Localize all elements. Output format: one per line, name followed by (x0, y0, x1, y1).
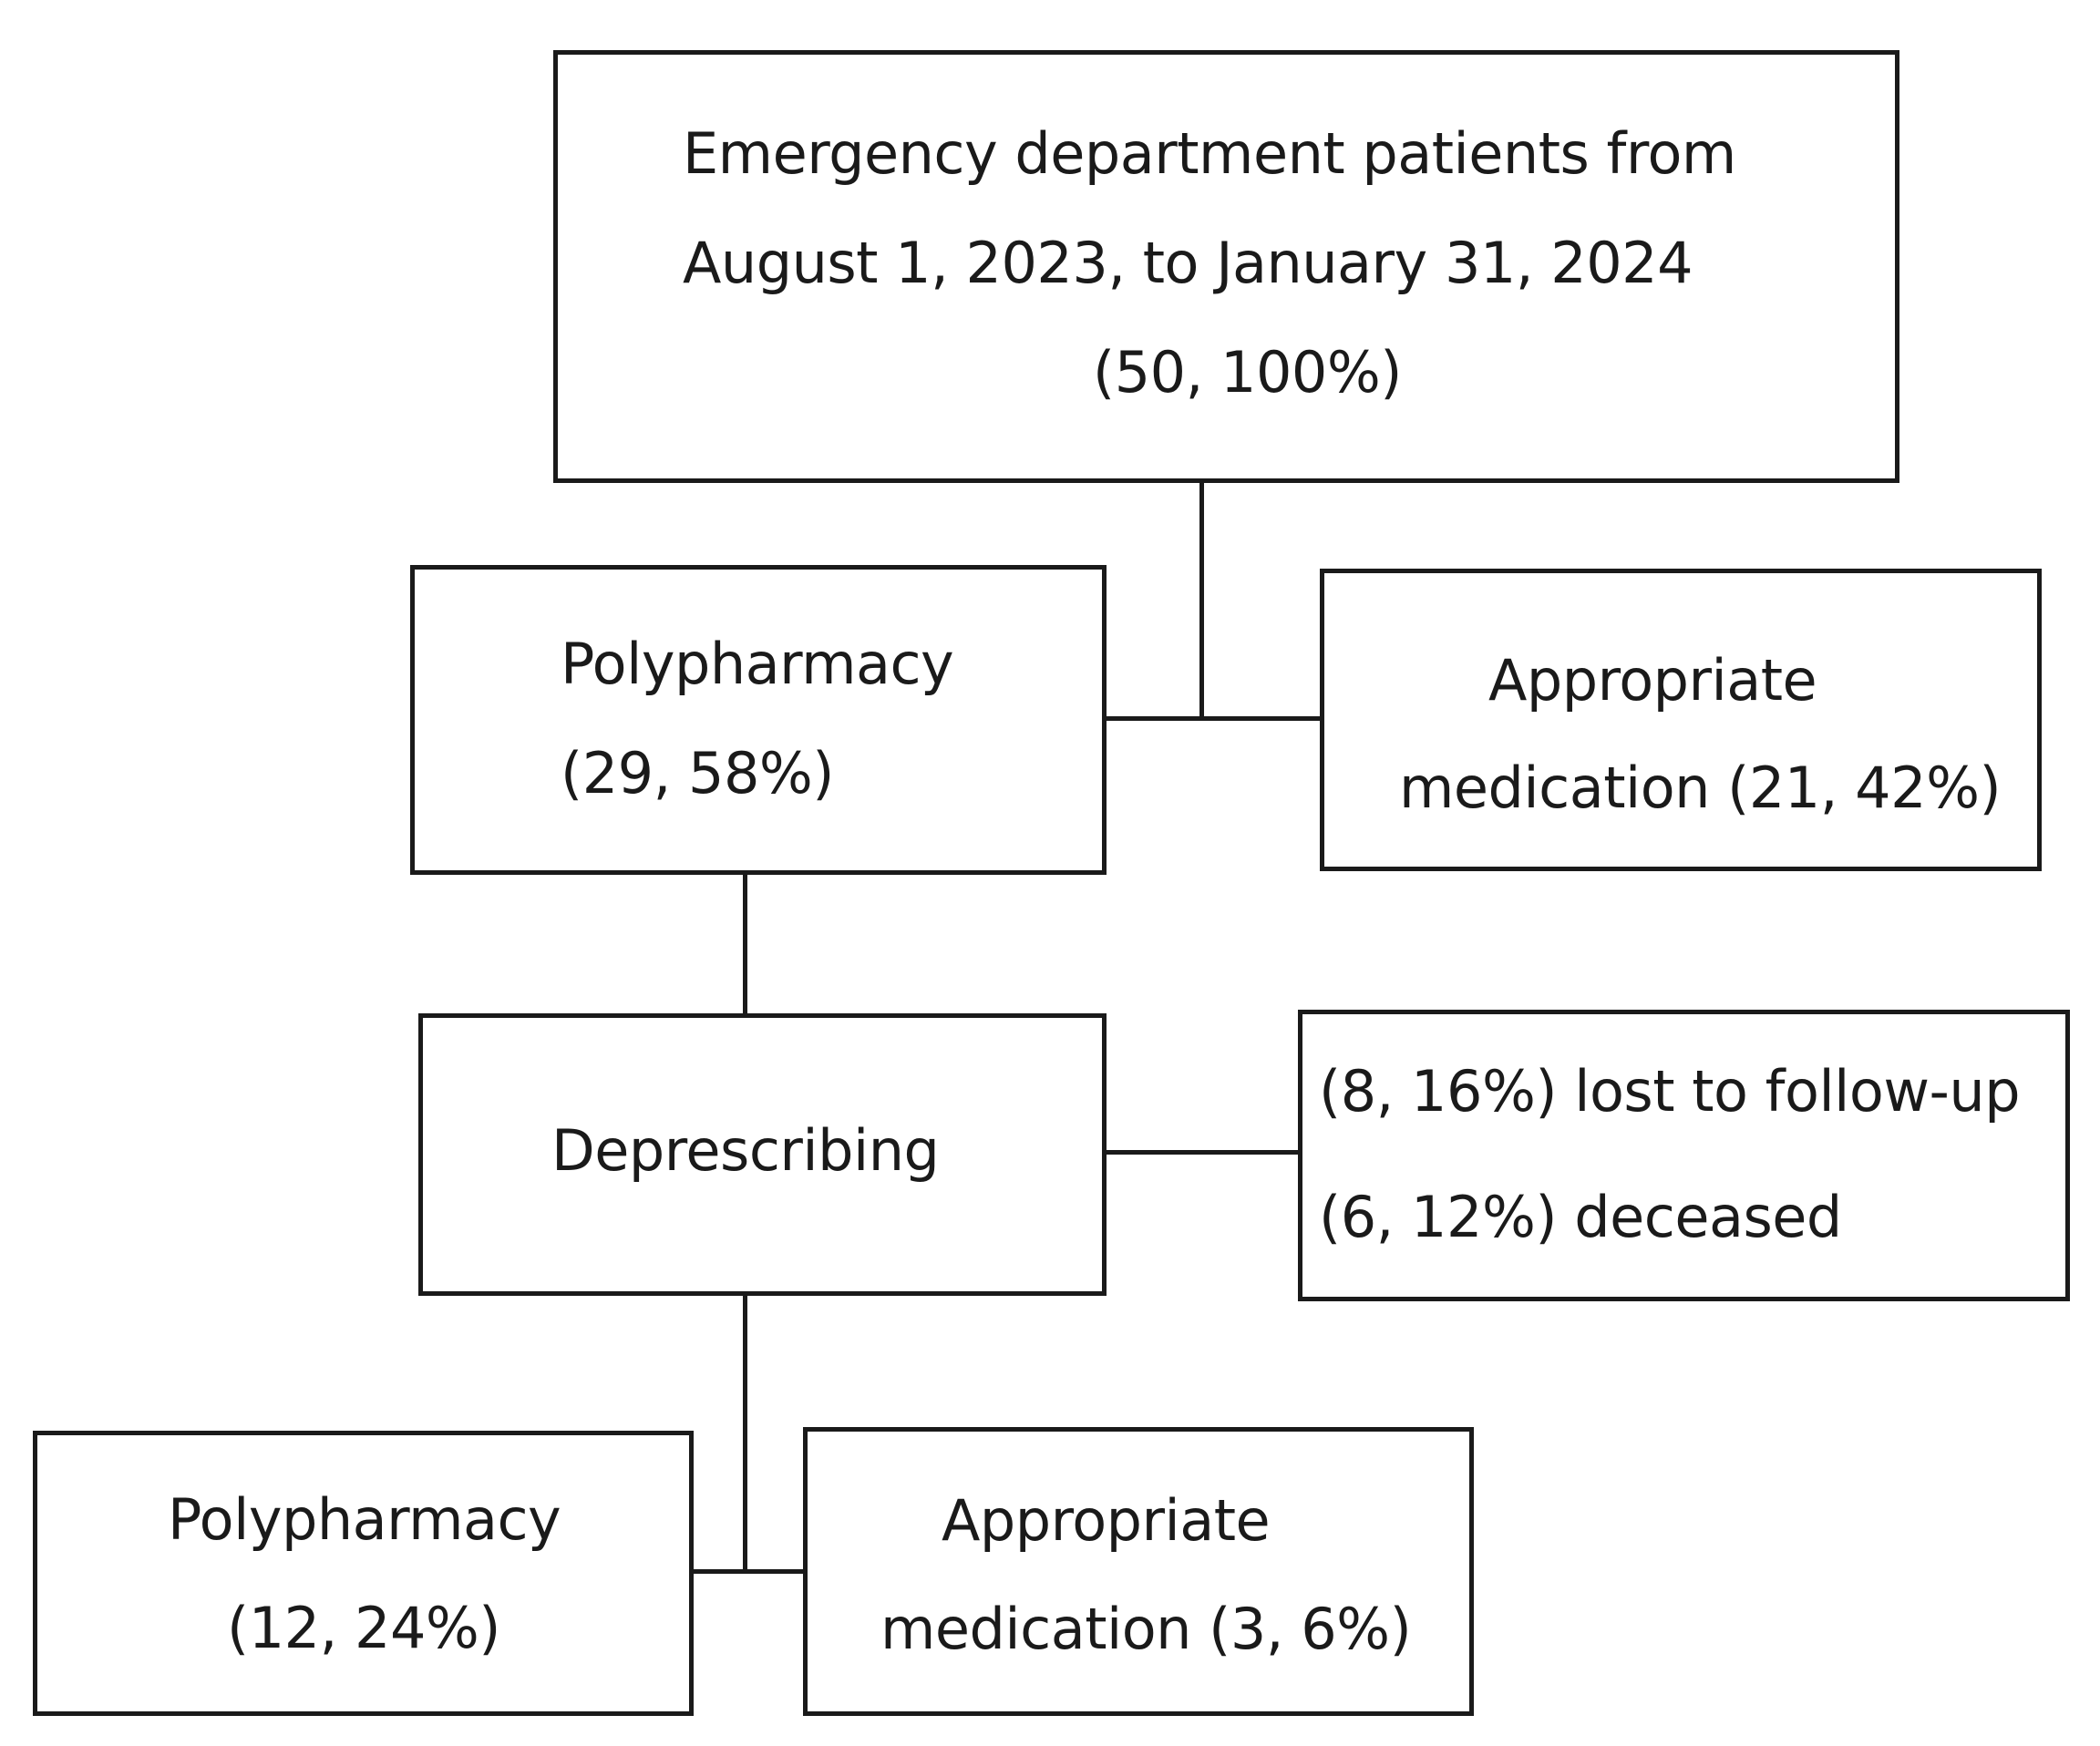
connector-polypharmacy-to-deprescribing (743, 870, 747, 1016)
excluded-deceased: (6, 12%) deceased (1319, 1184, 1842, 1250)
box-excluded: (8, 16%) lost to follow-up (6, 12%) dece… (1298, 1010, 2070, 1301)
appropriate-final-label: Appropriate (942, 1487, 1271, 1554)
polypharmacy-final-count: (12, 24%) (227, 1595, 501, 1661)
box-deprescribing: Deprescribing (418, 1013, 1107, 1296)
connector-deprescribing-bottom-vertical (743, 1289, 747, 1572)
connector-final-split-horizontal (689, 1569, 806, 1574)
deprescribing-label: Deprescribing (551, 1117, 940, 1184)
polypharmacy-final-label: Polypharmacy (168, 1486, 561, 1553)
appropriate-final-count: medication (3, 6%) (880, 1596, 1412, 1662)
polypharmacy-initial-count: (29, 58%) (561, 740, 835, 806)
box-appropriate-final: Appropriate medication (3, 6%) (803, 1427, 1474, 1716)
connector-split-horizontal (1103, 716, 1322, 721)
ed-patients-line2: August 1, 2023, to January 31, 2024 (683, 230, 1693, 296)
ed-patients-line3: (50, 100%) (1093, 339, 1402, 406)
box-polypharmacy-final: Polypharmacy (12, 24%) (33, 1431, 694, 1716)
excluded-lost-to-follow-up: (8, 16%) lost to follow-up (1319, 1058, 2021, 1125)
polypharmacy-initial-label: Polypharmacy (561, 631, 954, 697)
box-appropriate-initial: Appropriate medication (21, 42%) (1320, 569, 2042, 871)
appropriate-initial-label: Appropriate (1488, 647, 1817, 714)
ed-patients-line1: Emergency department patients from (683, 120, 1736, 187)
connector-deprescribing-to-excluded (1103, 1150, 1302, 1155)
box-ed-patients: Emergency department patients from Augus… (553, 50, 1899, 483)
connector-top-vertical (1199, 483, 1204, 720)
box-polypharmacy-initial: Polypharmacy (29, 58%) (410, 565, 1107, 875)
appropriate-initial-count: medication (21, 42%) (1399, 755, 2002, 821)
